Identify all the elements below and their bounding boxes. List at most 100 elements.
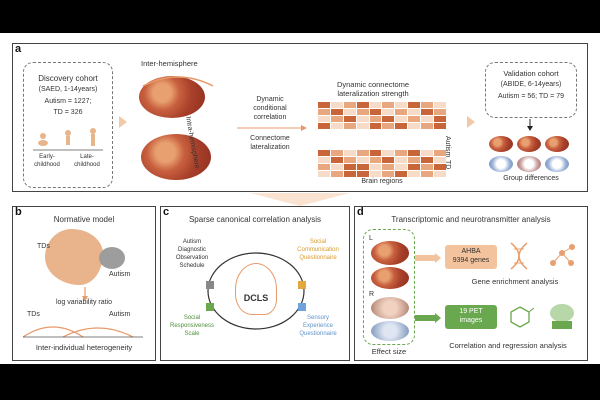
effect-brain-r1	[371, 297, 409, 319]
brain-regions-label: Brain regions	[361, 178, 403, 185]
inter-arrow-icon	[142, 76, 214, 87]
panel-c-label: c	[163, 206, 170, 218]
discovery-subtitle: (SAED, 1-14years)	[38, 86, 98, 93]
heatmap-cell	[369, 102, 382, 108]
heatmap-cell	[330, 171, 343, 177]
ados-line1: Autism	[182, 239, 202, 245]
heatmap-cell	[382, 171, 395, 177]
heatmap-cell	[318, 116, 330, 122]
panel-b: b Normative model TDs Autism log variabi…	[12, 206, 156, 361]
heatmap-cell	[318, 109, 330, 115]
arrow-icon-2	[467, 116, 475, 128]
dna-icon	[510, 242, 528, 270]
heatmap-cell	[421, 102, 434, 108]
discovery-cohort-box	[23, 62, 113, 188]
td-side-label: TD	[444, 160, 451, 170]
effect-brain-l1	[371, 241, 409, 265]
validation-subtitle: (ABIDE, 6-14years)	[500, 81, 562, 88]
heatmap-cell	[343, 102, 356, 108]
pet-box	[445, 305, 497, 329]
heatmap-cell	[395, 164, 408, 170]
autism-blob	[99, 247, 125, 269]
arrow-to-pet-icon	[415, 313, 441, 323]
heatmap-cell	[330, 102, 343, 108]
heatmap-cell	[369, 116, 382, 122]
left-hemi-label: L	[369, 235, 373, 242]
dcls-center-label: DCLS	[243, 293, 269, 303]
gene-enrichment-label: Gene enrichment analysis	[471, 277, 559, 286]
heatmap-cell	[318, 150, 330, 156]
heatmap-cell	[330, 157, 343, 163]
heatmap-cell	[421, 123, 434, 129]
heatmap-cell	[343, 164, 356, 170]
heatmap-cell	[408, 157, 421, 163]
heterogeneity-label: Inter-individual heterogeneity	[35, 343, 133, 352]
seq-line3: Questionnaire	[299, 331, 337, 337]
srs-line2: Responsiveness	[169, 323, 215, 329]
scca-title: Sparse canonical correlation analysis	[188, 215, 322, 224]
cycle-arrows	[206, 252, 306, 330]
heatmap-cell	[369, 157, 382, 163]
lvr-label: log variability ratio	[55, 299, 113, 306]
heatmap-cell	[395, 109, 408, 115]
molecule-icon	[510, 306, 535, 328]
heatmap-cell	[408, 109, 421, 115]
heatmap-cell	[343, 109, 356, 115]
heatmap-cell	[369, 123, 382, 129]
scq-line3: Questionnaire	[299, 255, 337, 261]
validation-counts: Autism = 56; TD = 79	[497, 93, 564, 100]
normative-tds-label: TDs	[37, 243, 50, 250]
ados-line2: Diagnostic	[177, 247, 206, 253]
heatmap-cell	[343, 116, 356, 122]
late-childhood-1: Late-	[80, 154, 94, 160]
discovery-td: TD = 326	[53, 109, 83, 116]
heatmap-cell	[382, 102, 395, 108]
age-axis	[33, 128, 103, 151]
heatmap-cell	[318, 171, 330, 177]
ahba-box	[445, 245, 497, 269]
panel-a-label: a	[15, 43, 22, 55]
late-childhood-2: childhood	[74, 162, 100, 168]
heatmap-cell	[421, 150, 434, 156]
heatmap-cell	[318, 164, 330, 170]
arrow-line-icon	[237, 125, 307, 131]
validation-title: Validation cohort	[503, 69, 559, 78]
brain-chip-icon	[550, 304, 574, 329]
heatmap-cell	[330, 164, 343, 170]
inter-hemisphere-label: Inter-hemisphere	[141, 59, 198, 68]
srs-line3: Scale	[184, 331, 200, 337]
heatmap-cell	[434, 171, 446, 177]
correlation-label: correlation	[253, 114, 287, 121]
autism-side-label: Autism	[444, 136, 451, 158]
heatmap-cell	[395, 171, 408, 177]
heatmap-cell	[395, 123, 408, 129]
right-hemi-label: R	[369, 291, 375, 298]
dcls-title-2: lateralization strength	[337, 89, 409, 98]
heatmap-cell	[369, 164, 382, 170]
panel-a: a Discovery cohort (SAED, 1-14years) Aut…	[12, 43, 588, 192]
heatmap-cell	[421, 164, 434, 170]
heatmap-cell	[395, 102, 408, 108]
connectome-label: Connectome	[250, 135, 290, 142]
heatmap-cell	[343, 157, 356, 163]
dcls-title-1: Dynamic connectome	[336, 80, 410, 89]
effect-brain-l2	[371, 267, 409, 289]
scq-line1: Social	[309, 239, 327, 245]
ahba-line2: 9394 genes	[452, 257, 490, 264]
heatmap-cell	[343, 123, 356, 129]
heatmap-cell	[330, 116, 343, 122]
heatmap-cell	[421, 171, 434, 177]
network-icon	[550, 244, 575, 266]
group-diff-brain-3	[545, 136, 569, 152]
normative-blob	[45, 229, 103, 285]
heatmap-cell	[330, 123, 343, 129]
panel-d: d Transcriptomic and neurotransmitter an…	[354, 206, 588, 361]
heatmap-cell	[434, 150, 446, 156]
heatmap-autism	[318, 102, 446, 129]
heatmap-cell	[356, 164, 369, 170]
early-childhood-1: Early-	[39, 154, 55, 160]
effect-size-label: Effect size	[371, 347, 407, 356]
group-diff-brain-1	[489, 136, 513, 152]
dynamic-label: Dynamic	[256, 96, 284, 103]
heatmap-cell	[434, 164, 446, 170]
